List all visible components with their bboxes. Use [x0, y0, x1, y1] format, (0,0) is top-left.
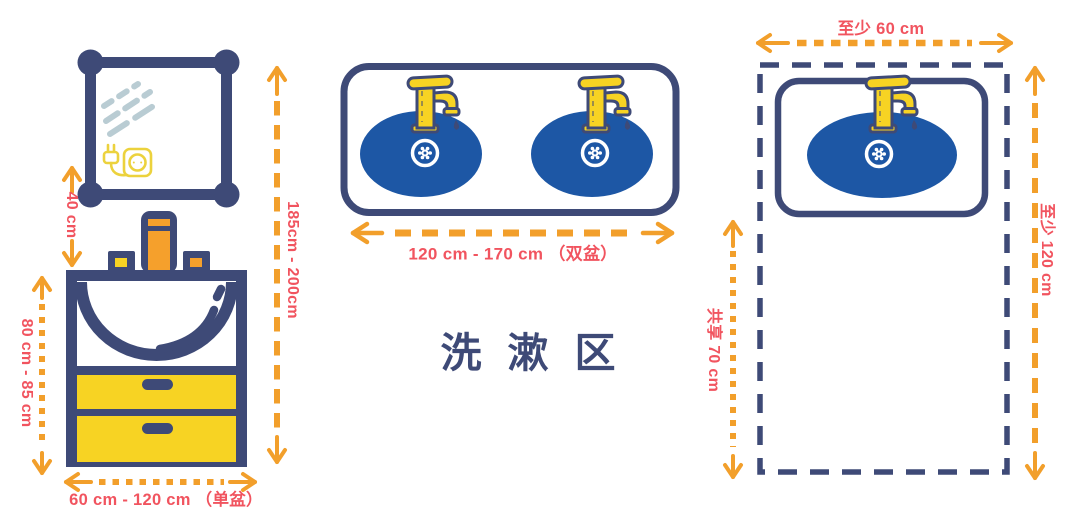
basin-bowl-icon	[75, 281, 238, 361]
drawer-handle-icon	[142, 379, 173, 390]
double-sink-counter-icon	[340, 63, 680, 216]
label-single-basin-width: 60 cm - 120 cm （单盆）	[69, 491, 263, 509]
washing-zone-boundary	[757, 62, 1010, 475]
label-mirror-gap: 40 cm	[63, 191, 80, 239]
dimension-arrow-icon	[267, 66, 287, 464]
power-socket-icon	[102, 143, 153, 178]
cabinet-faucet-icon	[108, 211, 210, 273]
mirror-icon	[77, 49, 240, 208]
label-mirror-top-height: 185cm - 200cm	[284, 201, 301, 319]
label-vanity-height: 80 cm - 85 cm	[18, 318, 35, 428]
dimension-arrow-icon	[756, 33, 1013, 53]
drawer-handle-icon	[142, 423, 173, 434]
label-shared-clearance: 共享 70 cm	[705, 307, 722, 393]
mirror-shine-icon	[101, 81, 161, 137]
label-zone-min-depth: 至少 120 cm	[1038, 203, 1055, 297]
dimension-arrow-icon	[723, 220, 743, 479]
single-sink-counter-icon	[774, 74, 989, 218]
dimension-arrow-icon	[62, 166, 82, 267]
dimension-arrow-icon	[64, 472, 257, 492]
label-double-basin-width: 120 cm - 170 cm （双盆）	[408, 244, 618, 264]
vanity-cabinet-icon	[66, 211, 247, 467]
dimension-arrow-icon	[1025, 66, 1045, 480]
dimension-arrow-icon	[350, 221, 675, 245]
dimension-arrow-icon	[32, 276, 52, 475]
label-zone-min-width: 至少 60 cm	[837, 20, 925, 38]
zone-title: 洗漱区	[440, 330, 642, 376]
